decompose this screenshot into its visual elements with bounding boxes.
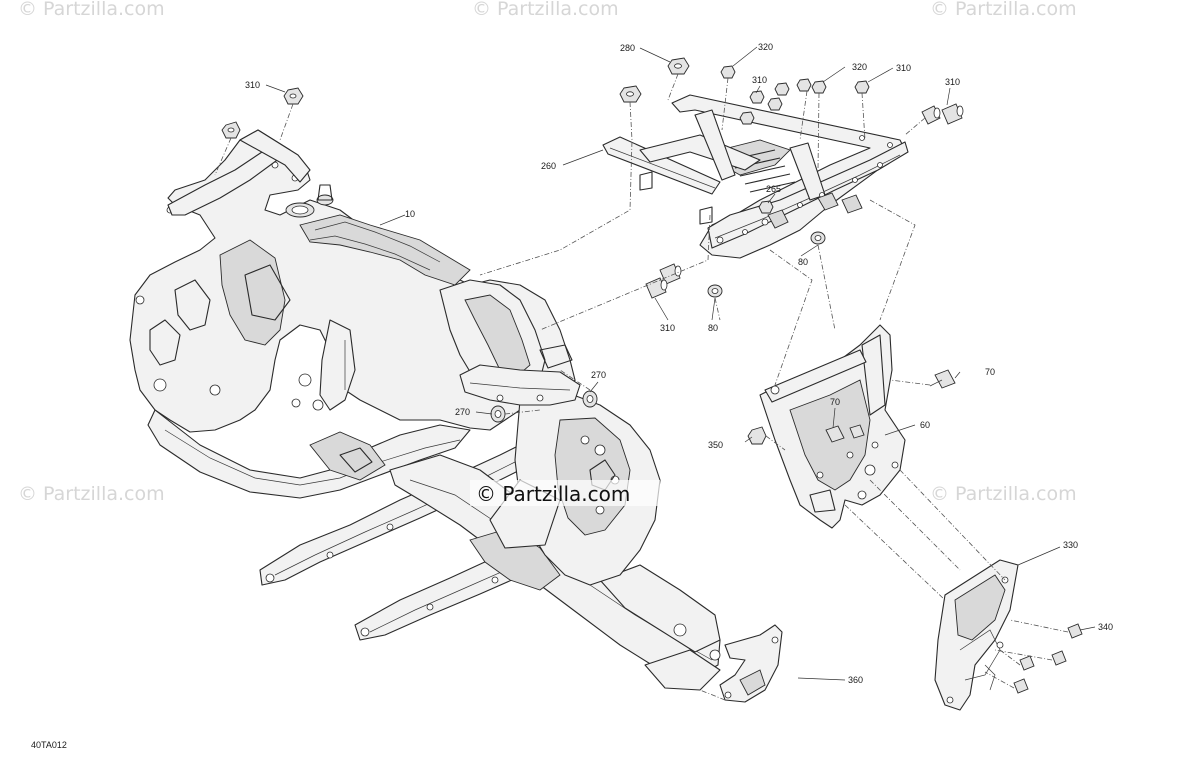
callout-310[interactable]: 310 (752, 75, 767, 85)
rear-subframe-part[interactable] (602, 94, 909, 259)
callout-10[interactable]: 10 (405, 209, 415, 219)
watermark-top-left: © Partzilla.com (18, 0, 165, 20)
callout-310[interactable]: 310 (660, 323, 675, 333)
callout-60[interactable]: 60 (920, 420, 930, 430)
nut-320-b[interactable] (796, 78, 827, 94)
callout-350[interactable]: 350 (708, 440, 723, 450)
callout-330[interactable]: 330 (1063, 540, 1078, 550)
callout-80[interactable]: 80 (798, 257, 808, 267)
bushing-270-b[interactable] (490, 405, 506, 423)
leader-lines (265, 46, 1096, 681)
nut-320-a[interactable] (720, 65, 736, 79)
callout-70[interactable]: 70 (985, 367, 995, 377)
bolt-70-a[interactable] (929, 369, 956, 389)
callout-270[interactable]: 270 (455, 407, 470, 417)
assembly-lines (214, 73, 1069, 701)
diagram-code: 40TA012 (31, 740, 67, 750)
bushing-270-a[interactable] (582, 390, 598, 408)
callout-320[interactable]: 320 (852, 62, 867, 72)
callout-270[interactable]: 270 (591, 370, 606, 380)
callout-310[interactable]: 310 (896, 63, 911, 73)
callout-310[interactable]: 310 (245, 80, 260, 90)
callout-310[interactable]: 310 (945, 77, 960, 87)
nut-280[interactable] (619, 57, 690, 103)
nut-310-a[interactable] (283, 87, 304, 105)
main-frame-part[interactable] (129, 129, 721, 691)
callout-340[interactable]: 340 (1098, 622, 1113, 632)
bolt-340[interactable] (1013, 623, 1083, 694)
front-guard-part[interactable] (719, 624, 783, 703)
callout-360[interactable]: 360 (848, 675, 863, 685)
skid-plate-part[interactable] (934, 559, 1019, 711)
bushing-310-right[interactable] (921, 103, 964, 125)
callout-labels: 310 280 320 310 320 310 310 260 10 265 8… (245, 42, 1113, 685)
callout-320[interactable]: 320 (758, 42, 773, 52)
center-watermark-bg (470, 480, 660, 506)
hardware-group (221, 57, 1083, 694)
watermark-top-right: © Partzilla.com (930, 0, 1077, 20)
watermark-top-center: © Partzilla.com (472, 0, 619, 20)
bushing-310-lower[interactable] (645, 263, 682, 299)
bushing-80-a[interactable] (810, 231, 826, 245)
nut-310-b[interactable] (221, 121, 241, 139)
callout-260[interactable]: 260 (541, 161, 556, 171)
nut-350[interactable] (747, 426, 767, 445)
bushing-80-b[interactable] (707, 284, 723, 298)
watermark-mid-right: © Partzilla.com (930, 483, 1077, 505)
watermark-mid-left: © Partzilla.com (18, 483, 165, 505)
callout-280[interactable]: 280 (620, 43, 635, 53)
bolt-70-b[interactable] (825, 425, 845, 443)
bulkhead-bracket-part[interactable] (759, 324, 906, 529)
callout-70[interactable]: 70 (830, 397, 840, 407)
callout-265[interactable]: 265 (766, 184, 781, 194)
callout-80[interactable]: 80 (708, 323, 718, 333)
watermark-center: © Partzilla.com (476, 482, 630, 506)
